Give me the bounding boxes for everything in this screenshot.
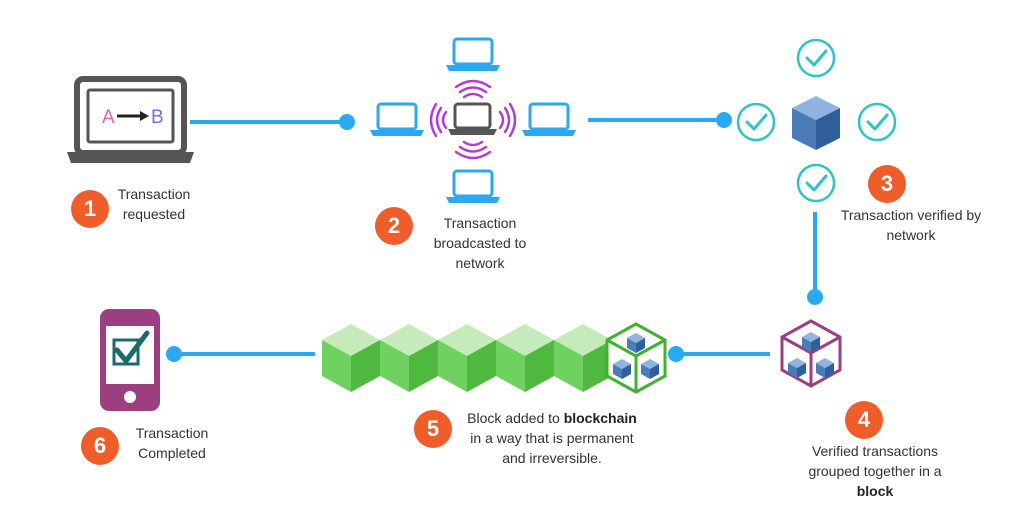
step-2-badge: 2 xyxy=(375,207,413,245)
laptop-node-left-icon xyxy=(370,102,424,136)
laptop-node-top-icon xyxy=(446,37,500,71)
laptop-node-center-icon xyxy=(448,102,497,135)
chain-block-4 xyxy=(496,324,554,392)
check-right-icon xyxy=(857,102,897,142)
step-5-label: Block added to blockchain in a way that … xyxy=(464,408,640,468)
step-3-badge: 3 xyxy=(868,165,906,203)
mini-cube-left xyxy=(788,358,806,378)
check-top-icon xyxy=(796,38,836,78)
step-5-bold-text: blockchain xyxy=(563,410,637,426)
connector-2-3 xyxy=(588,112,732,128)
connector-4-5 xyxy=(668,346,770,362)
connector-5-6 xyxy=(166,346,315,362)
step-5-badge: 5 xyxy=(414,410,452,448)
chain-block-3 xyxy=(438,324,496,392)
block-purple-icon xyxy=(780,319,842,388)
chain-new-block xyxy=(605,322,667,394)
step-3-label: Transaction verified by network xyxy=(840,207,982,243)
mini-cube-top xyxy=(802,332,820,352)
transaction-cube-icon xyxy=(792,96,840,150)
step-5-text-after: in a way that is permanent and irreversi… xyxy=(470,430,634,466)
step-6-badge: 6 xyxy=(81,427,119,465)
laptop-requester-icon: A B xyxy=(67,76,194,163)
laptop-node-bottom-icon xyxy=(446,169,500,203)
laptop-node-right-icon xyxy=(522,102,576,136)
chain-block-1 xyxy=(322,324,380,392)
step-1-label: Transaction requested xyxy=(117,186,191,222)
check-bottom-icon xyxy=(796,163,836,203)
step-6-label: Transaction Completed xyxy=(135,425,209,461)
wifi-signal-icon xyxy=(429,79,517,160)
laptop-screen-to: B xyxy=(151,107,164,128)
step-4-label: Verified transactions grouped together i… xyxy=(789,441,961,501)
step-1-badge: 1 xyxy=(71,190,109,228)
step-2-label: Transaction broadcasted to network xyxy=(433,215,527,271)
step-4-badge: 4 xyxy=(845,401,883,439)
connector-3-4 xyxy=(807,212,823,305)
step-5-text-before: Block added to xyxy=(467,410,560,426)
mini-cube-right xyxy=(816,358,834,378)
step-4-bold-text: block xyxy=(856,483,894,499)
blockchain-chain xyxy=(322,322,667,394)
chain-block-5 xyxy=(554,324,612,392)
step-4-text: Verified transactions grouped together i… xyxy=(808,443,942,479)
check-left-icon xyxy=(736,102,776,142)
connector-1-2 xyxy=(190,114,355,130)
phone-completed-icon xyxy=(100,309,160,411)
chain-block-2 xyxy=(380,324,438,392)
laptop-screen-from: A xyxy=(102,107,115,128)
